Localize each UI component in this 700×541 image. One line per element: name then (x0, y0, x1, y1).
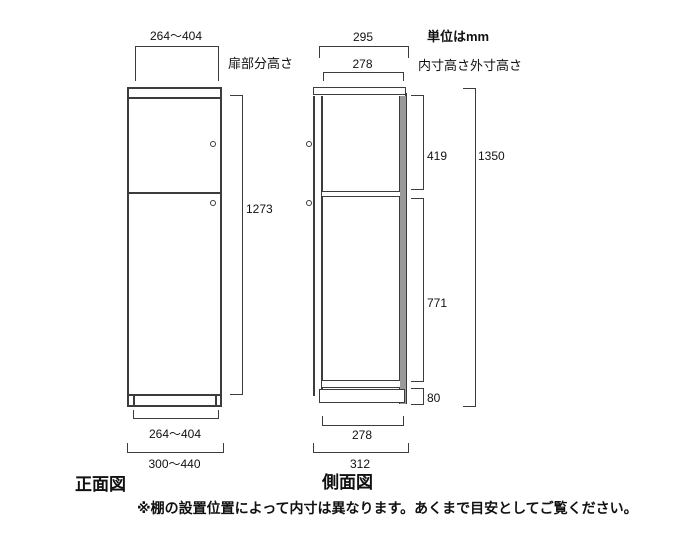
front-top-width-label: 264〜404 (149, 29, 203, 43)
side-upper-inner-height-bracket (411, 95, 424, 190)
side-lower-inner-height-value: 771 (427, 296, 448, 310)
side-bottom-outer-depth-label: 312 (349, 457, 371, 471)
front-cabinet-outline (127, 87, 222, 407)
front-door-divider-line (127, 192, 222, 194)
side-shelf-board (322, 191, 400, 197)
side-top-inner-depth-label: 278 (352, 57, 373, 71)
side-lower-inner-height-bracket (411, 198, 424, 382)
side-upper-inner-height-value: 419 (427, 149, 448, 163)
front-left-foot-line (133, 395, 135, 405)
inner-height-caption: 内寸高さ (418, 58, 471, 73)
front-top-width-bracket (135, 46, 219, 81)
front-bottom-inner-width-bracket (133, 410, 219, 419)
front-view-title: 正面図 (75, 475, 126, 494)
side-lower-door-knob (306, 200, 312, 206)
side-total-height-value: 1350 (478, 149, 505, 163)
front-door-height-bracket (230, 95, 243, 395)
side-base-height-bracket (411, 388, 424, 405)
side-back-panel (399, 96, 407, 404)
unit-note: 単位はmm (427, 29, 490, 44)
side-top-depth-bracket (319, 46, 409, 58)
front-bottom-outer-width-bracket (127, 443, 224, 453)
outer-height-caption: 外寸高さ (470, 58, 523, 73)
front-door-height-value: 1273 (246, 202, 273, 216)
front-upper-door-knob (210, 141, 216, 147)
front-bottom-inner-width-label: 264〜404 (148, 427, 202, 441)
side-bottom-inner-depth-label: 278 (351, 428, 373, 442)
side-left-inner-line (321, 96, 323, 389)
front-top-board-line (127, 97, 222, 99)
side-top-inner-depth-bracket (323, 72, 404, 81)
side-base-height-value: 80 (427, 391, 441, 405)
front-bottom-outer-width-label: 300〜440 (148, 457, 201, 471)
side-bottom-board (322, 380, 400, 388)
side-view-title: 側面図 (322, 473, 373, 492)
side-total-height-bracket (463, 88, 476, 407)
side-top-board (313, 87, 406, 95)
side-upper-door-knob (306, 141, 312, 147)
side-bottom-inner-depth-bracket (322, 416, 404, 426)
footnote: ※棚の設置位置によって内寸は異なります。あくまで目安としてご覧ください。 (137, 500, 638, 516)
front-right-foot-line (215, 395, 217, 405)
front-door-height-caption: 扉部分高さ (228, 56, 294, 71)
side-top-depth-label: 295 (352, 30, 374, 44)
side-base-box (319, 389, 405, 403)
front-base-line (127, 394, 222, 396)
side-left-outer-line (313, 96, 315, 396)
front-lower-door-knob (210, 200, 216, 206)
side-bottom-outer-depth-bracket (313, 443, 409, 453)
